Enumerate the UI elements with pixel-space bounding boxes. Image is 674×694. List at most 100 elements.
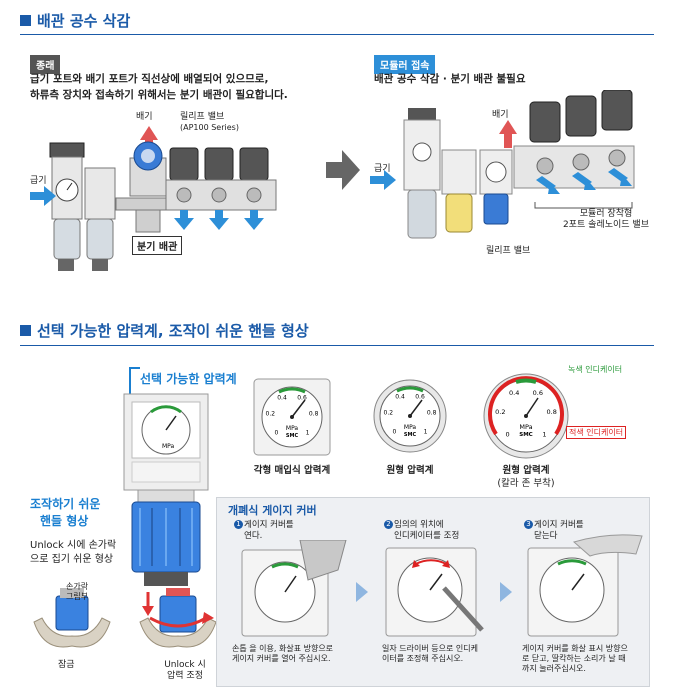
gauge-unit-label: MPa bbox=[519, 423, 532, 431]
outflow-arrows-icon bbox=[174, 210, 264, 230]
step1-gauge-illustration bbox=[241, 540, 347, 637]
gauge-callout: 선택 가능한 압력계 bbox=[140, 372, 237, 386]
step2-title-text-1: 임의의 위치에 bbox=[394, 520, 444, 530]
step1-desc-1: 손톱 을 이용, 화살표 방향으로 bbox=[232, 644, 334, 653]
modular-outflow-arrows-icon bbox=[536, 168, 632, 194]
grip-label-1: 손가락 bbox=[66, 582, 89, 591]
gauge-tick-label: 0.2 bbox=[384, 410, 394, 417]
regulator-illustration: MPa bbox=[123, 393, 209, 586]
step1-title-2: 연다. bbox=[244, 531, 263, 541]
handle-callout-1: 조작하기 쉬운 bbox=[30, 497, 101, 511]
modular-valve-label-2: 2포트 솔레노이드 밸브 bbox=[563, 220, 649, 230]
modular-tag: 모듈러 접속 bbox=[374, 55, 436, 74]
gauge-brand-label: SMC bbox=[404, 432, 417, 438]
modular-supply-arrow-icon bbox=[370, 170, 396, 190]
step3-title-text-1: 게이지 커버를 bbox=[534, 520, 584, 530]
gauge-unit-label: MPa bbox=[404, 424, 417, 431]
gauge-tick-label: 0 bbox=[506, 430, 510, 438]
branch-pipe-label: 분기 배관 bbox=[132, 236, 183, 255]
section1-title-text: 배관 공수 삭감 bbox=[37, 12, 131, 30]
section2-title-text: 선택 가능한 압력계, 조작이 쉬운 핸들 형상 bbox=[37, 322, 309, 340]
gauge-tick-label: 0.6 bbox=[533, 389, 543, 397]
gauge-tick-label: 0.4 bbox=[395, 393, 405, 400]
step2-gauge-illustration bbox=[385, 547, 484, 637]
step2-desc-2: 이터를 조정해 주십시오. bbox=[382, 654, 464, 663]
gauge-tick-label: 1 bbox=[424, 429, 428, 436]
step1-title-text-1: 게이지 커버를 bbox=[244, 520, 294, 530]
conventional-tag: 종래 bbox=[30, 55, 61, 74]
gauge-tick-label: 1 bbox=[542, 430, 546, 438]
zone-gauge-label-1: 원형 압력계 bbox=[502, 465, 550, 476]
gauge-tick-label: 0.8 bbox=[547, 408, 557, 416]
step3-desc-2: 로 닫고, 딸칵하는 소리가 날 때 bbox=[522, 654, 626, 663]
svg-text:MPa: MPa bbox=[162, 443, 175, 450]
gauge-tick-label: 0 bbox=[392, 429, 396, 436]
modular-supply-label: 급기 bbox=[374, 164, 391, 174]
gauge-tick-label: 0.4 bbox=[509, 389, 519, 397]
zone-gauge-label-2: (칼라 존 부착) bbox=[497, 478, 555, 489]
unlock-label-2: 압력 조정 bbox=[167, 671, 203, 681]
unlock-label-1: Unlock 시 bbox=[164, 660, 206, 670]
section2-rule bbox=[20, 345, 654, 346]
gauge-brand-label: SMC bbox=[286, 433, 299, 439]
step1-desc-2: 게이지 커버를 열어 주십시오. bbox=[232, 654, 331, 663]
gauge-tick-label: 0.4 bbox=[277, 394, 287, 401]
step2-desc-1: 일자 드라이버 등으로 인디케 bbox=[382, 644, 478, 653]
gauge-tick-label: 0.8 bbox=[427, 410, 437, 417]
title-square-icon-2 bbox=[20, 325, 31, 336]
lock-label: 잠금 bbox=[58, 660, 75, 670]
unlock-illustration bbox=[139, 588, 217, 648]
modular-illustration bbox=[370, 90, 635, 239]
modular-exhaust-label: 배기 bbox=[492, 110, 509, 120]
transition-arrow-icon bbox=[326, 150, 360, 190]
modular-valve-label-1: 모듈러 장착형 bbox=[579, 209, 633, 219]
gauge-tick-label: 0.2 bbox=[266, 411, 276, 418]
step3-desc-1: 게이지 커버를 화살 표시 방향으 bbox=[522, 644, 628, 653]
handle-desc-2: 으로 집기 쉬운 형상 bbox=[30, 554, 114, 565]
conventional-desc-2: 하류측 장치와 접속하기 위해서는 분기 배관이 필요합니다. bbox=[30, 89, 288, 101]
step3-desc-3: 까지 눌러주십시오. bbox=[522, 664, 586, 673]
modular-exhaust-arrow-icon bbox=[499, 120, 517, 148]
gauge-callout-bracket bbox=[129, 367, 140, 398]
gauge-tick-label: 0.6 bbox=[415, 393, 425, 400]
relief-valve-series-label: (AP100 Series) bbox=[180, 123, 239, 132]
conventional-desc-1: 급기 포트와 배기 포트가 직선상에 배열되어 있으므로, bbox=[30, 73, 269, 85]
section2-title: 선택 가능한 압력계, 조작이 쉬운 핸들 형상 bbox=[20, 320, 309, 341]
conventional-illustration bbox=[30, 126, 277, 271]
modular-desc: 배관 공수 삭감 · 분기 배관 불필요 bbox=[374, 73, 526, 85]
modular-relief-label: 릴리프 밸브 bbox=[486, 246, 531, 256]
section1-title: 배관 공수 삭감 bbox=[20, 10, 130, 31]
section1-rule bbox=[20, 34, 654, 35]
gauge-brand-label: SMC bbox=[519, 432, 532, 438]
gauge-unit-label: MPa bbox=[286, 425, 299, 432]
relief-valve-label: 릴리프 밸브 bbox=[180, 112, 225, 122]
gauge-tick-label: 1 bbox=[306, 430, 310, 437]
conventional-supply-label: 급기 bbox=[30, 176, 47, 186]
step-arrow-icon-1 bbox=[356, 582, 368, 602]
step-arrow-icon-2 bbox=[500, 582, 512, 602]
supply-arrow-icon bbox=[30, 186, 56, 206]
gauge-tick-label: 0 bbox=[274, 430, 278, 437]
handle-desc-1: Unlock 시에 손가락 bbox=[30, 540, 117, 551]
grip-label-2: 그립부 bbox=[66, 592, 89, 601]
step2-number: 2 bbox=[384, 520, 393, 529]
square-gauge-label: 각형 매입식 압력계 bbox=[253, 465, 331, 476]
step3-number: 3 bbox=[524, 520, 533, 529]
lock-illustration bbox=[33, 588, 111, 648]
step1-number: 1 bbox=[234, 520, 243, 529]
round-gauge-label: 원형 압력계 bbox=[386, 465, 434, 476]
gauge-tick-label: 0.8 bbox=[309, 411, 319, 418]
step3-title-2: 닫는다 bbox=[534, 531, 558, 541]
red-indicator-label: 적색 인디케이터 bbox=[566, 426, 627, 439]
handle-callout-2: 핸들 형상 bbox=[40, 514, 89, 528]
green-indicator-label: 녹색 인디케이터 bbox=[568, 365, 623, 374]
